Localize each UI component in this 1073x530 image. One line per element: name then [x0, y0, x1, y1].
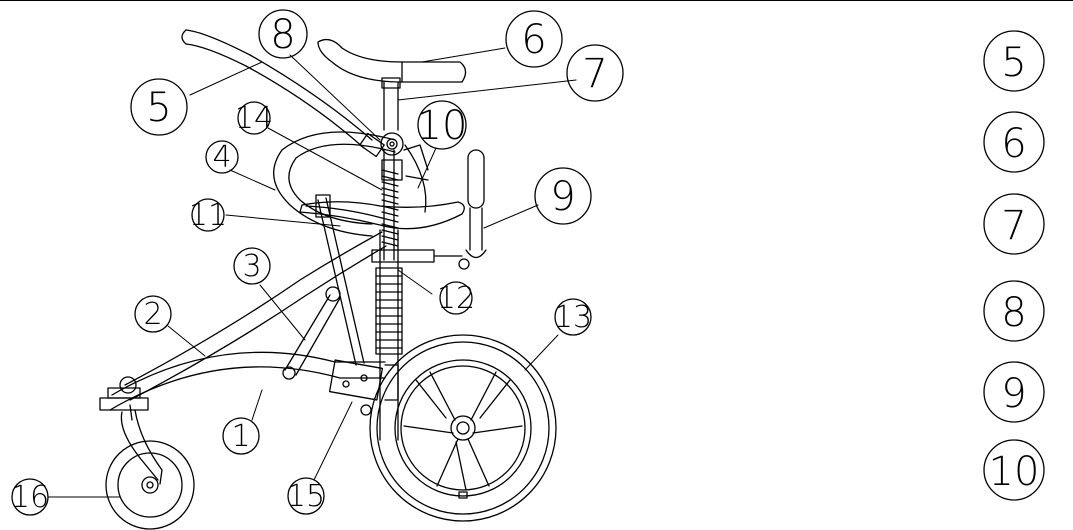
callout-3: 3 [233, 247, 271, 285]
legend-item-6: 6 [983, 111, 1045, 173]
base-frame [99, 351, 399, 411]
legend-item-5: 5 [983, 30, 1045, 92]
callout-leaders [47, 47, 577, 498]
bellows [375, 267, 403, 355]
diagonal-strut [282, 286, 341, 380]
handlebar-arm [181, 29, 385, 158]
callout-14: 14 [235, 101, 273, 136]
svg-text:7: 7 [582, 51, 607, 97]
legend-item-7: 7 [983, 193, 1045, 255]
callout-9: 9 [534, 167, 592, 225]
wheel-spokes [403, 371, 523, 491]
hand-grip [458, 149, 487, 270]
svg-text:11: 11 [189, 198, 227, 233]
adjustment-knob [380, 132, 429, 181]
callout-5: 5 [130, 78, 188, 136]
svg-text:16: 16 [11, 480, 49, 515]
legend-item-9: 9 [983, 361, 1045, 423]
callout-15: 15 [287, 477, 325, 515]
callout-7: 7 [566, 44, 624, 102]
callout-12: 12 [437, 281, 475, 316]
svg-text:13: 13 [554, 300, 592, 335]
callout-bubbles: 1 2 3 4 5 6 7 8 [11, 9, 624, 516]
svg-text:12: 12 [437, 281, 475, 316]
svg-text:14: 14 [235, 101, 273, 136]
svg-text:5: 5 [1001, 40, 1026, 86]
center-column [371, 149, 463, 441]
clamp-block [328, 359, 384, 416]
top-border-line [0, 0, 1073, 1]
svg-text:6: 6 [521, 17, 546, 63]
spring [381, 169, 399, 247]
callout-11: 11 [189, 198, 227, 233]
svg-text:7: 7 [1001, 203, 1026, 249]
svg-text:10: 10 [417, 103, 468, 149]
lever-rod [315, 194, 365, 366]
callout-16: 16 [11, 478, 49, 516]
callout-8: 8 [258, 9, 308, 59]
callout-1: 1 [222, 417, 260, 455]
svg-text:8: 8 [270, 12, 295, 58]
svg-text:1: 1 [231, 419, 250, 454]
chest-pad [317, 38, 467, 83]
upper-frame-arm [119, 231, 387, 401]
svg-text:10: 10 [989, 449, 1040, 495]
pad-stem [381, 77, 401, 131]
saddle [299, 201, 465, 230]
legend-column: 5 6 7 8 9 10 [983, 30, 1045, 501]
svg-text:3: 3 [242, 249, 261, 284]
callout-13: 13 [554, 298, 592, 336]
callout-2: 2 [134, 295, 172, 333]
legend-item-8: 8 [983, 280, 1045, 342]
svg-text:9: 9 [550, 174, 575, 220]
callout-4: 4 [205, 140, 239, 175]
rear-wheel [369, 334, 557, 522]
front-caster-wheel [105, 404, 195, 530]
svg-text:8: 8 [1001, 290, 1026, 336]
svg-text:4: 4 [212, 140, 231, 175]
svg-text:2: 2 [143, 297, 162, 332]
callout-10: 10 [417, 100, 468, 150]
svg-text:9: 9 [1001, 371, 1026, 417]
legend-item-10: 10 [983, 439, 1045, 501]
svg-text:5: 5 [146, 85, 171, 131]
callout-6: 6 [505, 10, 563, 68]
svg-text:6: 6 [1001, 121, 1026, 167]
svg-text:15: 15 [287, 479, 325, 514]
